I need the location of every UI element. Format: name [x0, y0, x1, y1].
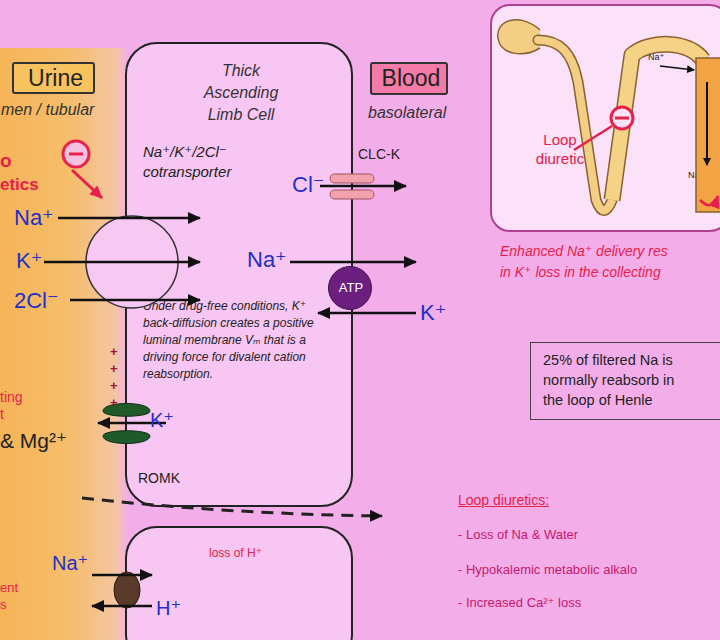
ion-label: K⁺ [150, 408, 174, 432]
note-text: Under drug-free conditions, K⁺ back-diff… [143, 298, 325, 383]
cell-box: Thick Ascending Limb CellNa⁺/K⁺/2Cl⁻ cot… [125, 42, 353, 507]
inset-caption: in K⁺ loss in the collecting [500, 264, 661, 281]
note-text: 25% of filtered Na is normally reabsorb … [543, 350, 676, 410]
charge-sign: + [110, 344, 118, 360]
gradient-label: t [0, 406, 4, 423]
ion-label: K⁺ [16, 248, 42, 274]
charge-sign: + [110, 361, 118, 377]
urine-label-box: Urine [12, 62, 95, 94]
drug-label: Loop diuretic [520, 130, 600, 168]
ion-label: Na⁺ [14, 205, 54, 231]
ion-label: & Mg²⁺ [0, 428, 67, 453]
box-title: Blood [372, 65, 450, 93]
blood-label-box: Blood [370, 62, 448, 95]
box-title: Urine [14, 65, 97, 93]
ion-label: 2Cl⁻ [14, 288, 59, 314]
list-heading: Loop diuretics: [458, 492, 549, 509]
inhibition-minus [69, 153, 83, 156]
transporter-name: Na⁺/K⁺/2Cl⁻ cotransporter [143, 142, 293, 182]
inset-caption: Enhanced Na⁺ delivery res [500, 243, 668, 260]
ion-label: Cl⁻ [292, 172, 324, 198]
lumen-caption: men / tubular [1, 100, 94, 119]
ion-label: Na⁺ [247, 247, 287, 273]
inhibition-symbol [63, 141, 89, 167]
ion-label: Na⁺ [688, 170, 704, 181]
cell-box: loss of H⁺ [125, 526, 353, 640]
cell-title: Thick Ascending Limb Cell [189, 60, 293, 126]
inhibition-arrow [72, 170, 102, 198]
drug-label: o [0, 150, 12, 173]
list-item: - Increased Ca²⁺ loss [458, 595, 581, 611]
ion-label: Na⁺ [648, 52, 664, 63]
ion-label: H⁺ [156, 596, 181, 620]
channel-name: CLC-K [358, 146, 400, 163]
charge-sign: + [110, 395, 118, 411]
lumen-band [0, 48, 128, 640]
charge-sign: + [110, 378, 118, 394]
pump-name: ATP [329, 280, 373, 296]
channel-name: ROMK [138, 470, 180, 487]
gradient-label: ting [0, 389, 23, 406]
list-item: - Loss of Na & Water [458, 527, 578, 543]
pump-circle: ATP [328, 266, 372, 310]
gradient-label: s [0, 597, 7, 613]
gradient-label: ent [0, 580, 18, 596]
ion-label: K⁺ [420, 300, 446, 326]
blood-caption: basolateral [368, 103, 446, 122]
ion-label: Na⁺ [698, 64, 714, 75]
ion-label: Na⁺ [52, 551, 88, 575]
cell-note: loss of H⁺ [209, 546, 262, 560]
list-item: - Hypokalemic metabolic alkalo [458, 562, 637, 578]
note-box: 25% of filtered Na is normally reabsorb … [530, 342, 720, 420]
drug-label: etics [0, 175, 39, 195]
inset-box: Loop diureticNa⁺Na⁺Na⁺ [490, 4, 720, 232]
